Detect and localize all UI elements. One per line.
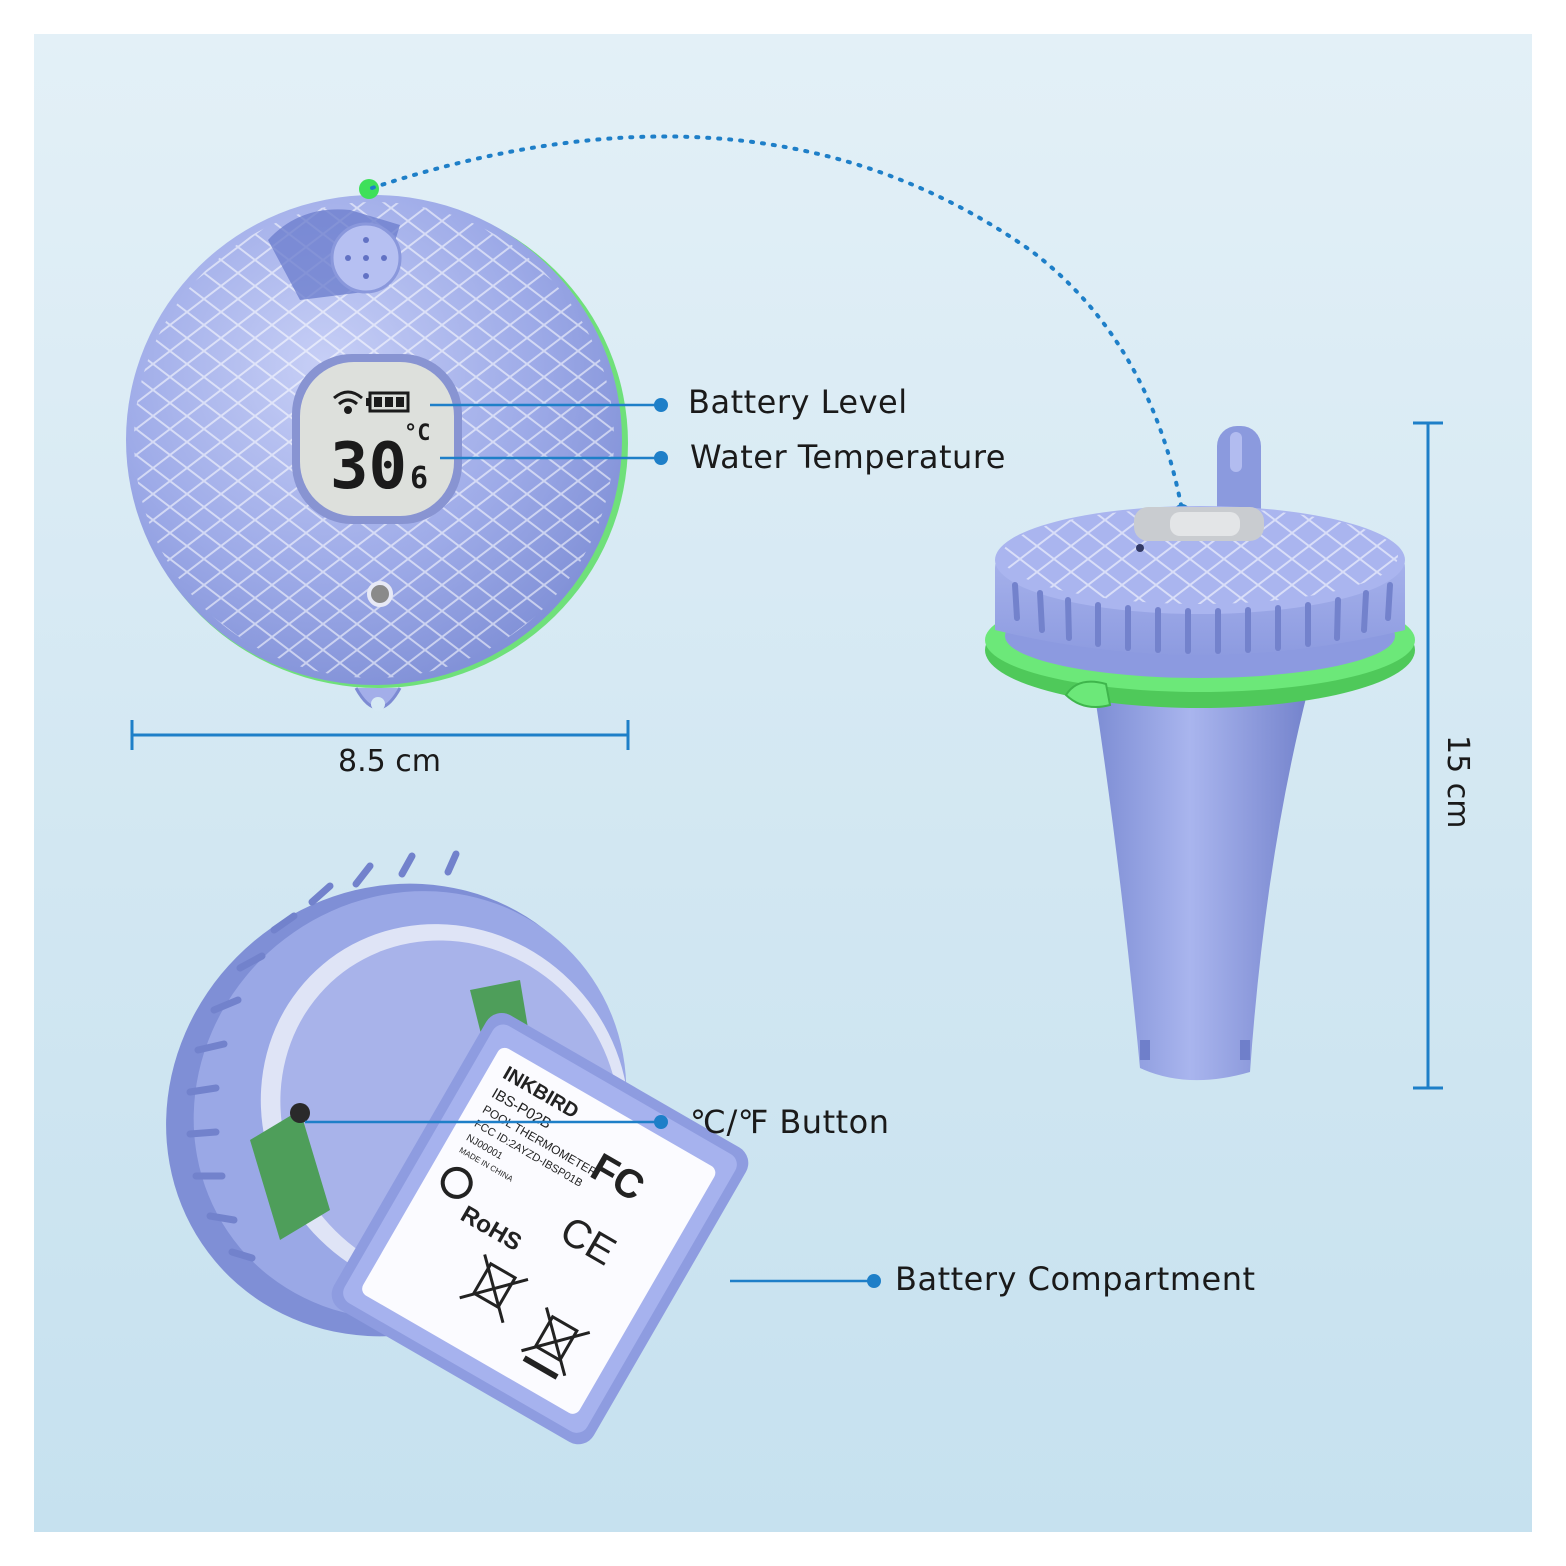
reset-hole [367, 581, 393, 607]
lcd-unit: °C [404, 421, 431, 446]
sensor-dot [359, 179, 379, 199]
float-open-view: INKBIRD IBS-P02B POOL THERMOMETER FCC ID… [166, 850, 749, 1445]
unit-toggle-button [290, 1103, 310, 1123]
diameter-label: 8.5 cm [338, 744, 441, 779]
height-dimension [1413, 421, 1443, 1090]
lcd-screen [300, 362, 454, 516]
water-temperature-label: Water Temperature [690, 438, 1006, 476]
callout-lines-top [430, 403, 660, 460]
weee-bin-icon [459, 1254, 591, 1380]
unit-button-label: ℃/℉ Button [690, 1103, 890, 1141]
lcd-decimal: 6 [410, 461, 428, 496]
float-side-view [985, 426, 1415, 1081]
battery-compartment-label: Battery Compartment [895, 1260, 1256, 1298]
wifi-icon [333, 390, 363, 414]
lcd-temperature: 30 [330, 430, 407, 504]
diameter-dimension [130, 720, 630, 750]
battery-label-plate [362, 1047, 716, 1414]
battery-level-label: Battery Level [688, 383, 908, 421]
callout-lines-bottom [305, 1120, 872, 1283]
height-label: 15 cm [1440, 735, 1475, 829]
float-top-view: 30 °C 6 [126, 179, 628, 711]
battery-icon [366, 391, 410, 413]
recycle-icon [440, 1166, 473, 1199]
